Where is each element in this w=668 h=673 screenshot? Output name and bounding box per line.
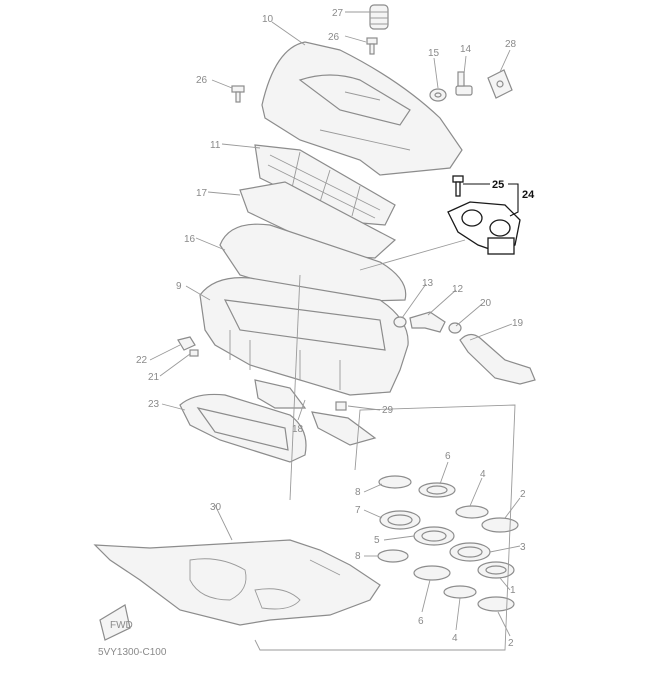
callout-26-left: 26 — [196, 75, 208, 86]
callout-6-bottom: 6 — [418, 616, 424, 627]
fwd-text: FWD — [110, 620, 133, 631]
callout-1: 1 — [510, 585, 516, 596]
part-26-screw-top — [366, 37, 378, 55]
part-26-screw-left — [231, 85, 245, 103]
callout-22: 22 — [136, 355, 148, 366]
part-18-gasket-left — [254, 379, 307, 409]
part-12-elbow-hose — [409, 311, 446, 333]
callout-2-bottom: 2 — [508, 638, 514, 649]
intake-joint-column — [377, 475, 519, 612]
part-21-bolt — [189, 349, 199, 357]
callout-4-top: 4 — [480, 469, 486, 480]
callout-24: 24 — [522, 189, 535, 201]
callout-20: 20 — [480, 298, 492, 309]
part-11-air-filter — [254, 144, 396, 226]
callout-25: 25 — [492, 179, 504, 191]
part-13-o-ring — [393, 316, 407, 328]
part-24-throttle-bracket — [447, 201, 521, 255]
part-17-filter-seal — [239, 181, 397, 259]
part-code: 5VY1300-C100 — [98, 647, 167, 658]
callout-27: 27 — [332, 8, 344, 19]
part-10-airbox-cover — [261, 41, 463, 176]
callout-10: 10 — [262, 14, 274, 25]
part-25-bolt — [452, 175, 464, 197]
part-14-nipple — [455, 71, 473, 96]
part-22-bracket — [177, 336, 196, 351]
callout-19: 19 — [512, 318, 524, 329]
callout-30: 30 — [210, 502, 222, 513]
part-18-gasket-right — [311, 411, 377, 446]
callout-4-bottom: 4 — [452, 633, 458, 644]
part-27-grommet — [369, 4, 389, 30]
callout-23: 23 — [148, 399, 160, 410]
callout-8-top: 8 — [355, 487, 361, 498]
callout-11: 11 — [210, 140, 221, 151]
callout-6-top: 6 — [445, 451, 451, 462]
callout-29: 29 — [382, 405, 394, 416]
callout-9: 9 — [176, 281, 182, 292]
fwd-arrow-icon: FWD — [99, 604, 133, 641]
callout-17: 17 — [196, 188, 208, 199]
part-20-clamp — [448, 322, 462, 334]
callout-8-bottom: 8 — [355, 551, 361, 562]
callout-7: 7 — [355, 505, 361, 516]
part-29-clip — [335, 401, 347, 411]
callout-labels: 10 27 26 15 14 28 26 11 17 16 25 24 9 13… — [136, 8, 535, 649]
part-19-breather-hose — [459, 333, 536, 385]
callout-13: 13 — [422, 278, 434, 289]
callout-3: 3 — [520, 542, 526, 553]
callout-12: 12 — [452, 284, 464, 295]
callout-18: 18 — [292, 424, 304, 435]
leader-lines — [149, 11, 521, 651]
callout-16: 16 — [184, 234, 196, 245]
callout-5: 5 — [374, 535, 380, 546]
callout-2-top: 2 — [520, 489, 526, 500]
part-30-cover-plate — [93, 539, 381, 626]
part-23-duct-seal — [179, 393, 307, 463]
callout-26-top: 26 — [328, 32, 340, 43]
callout-14: 14 — [460, 44, 472, 55]
callout-28: 28 — [505, 39, 517, 50]
part-15-seal — [429, 88, 447, 102]
part-28-clip — [487, 69, 513, 99]
part-9-airbox-case — [199, 277, 409, 396]
callout-15: 15 — [428, 48, 440, 59]
callout-21: 21 — [148, 372, 160, 383]
